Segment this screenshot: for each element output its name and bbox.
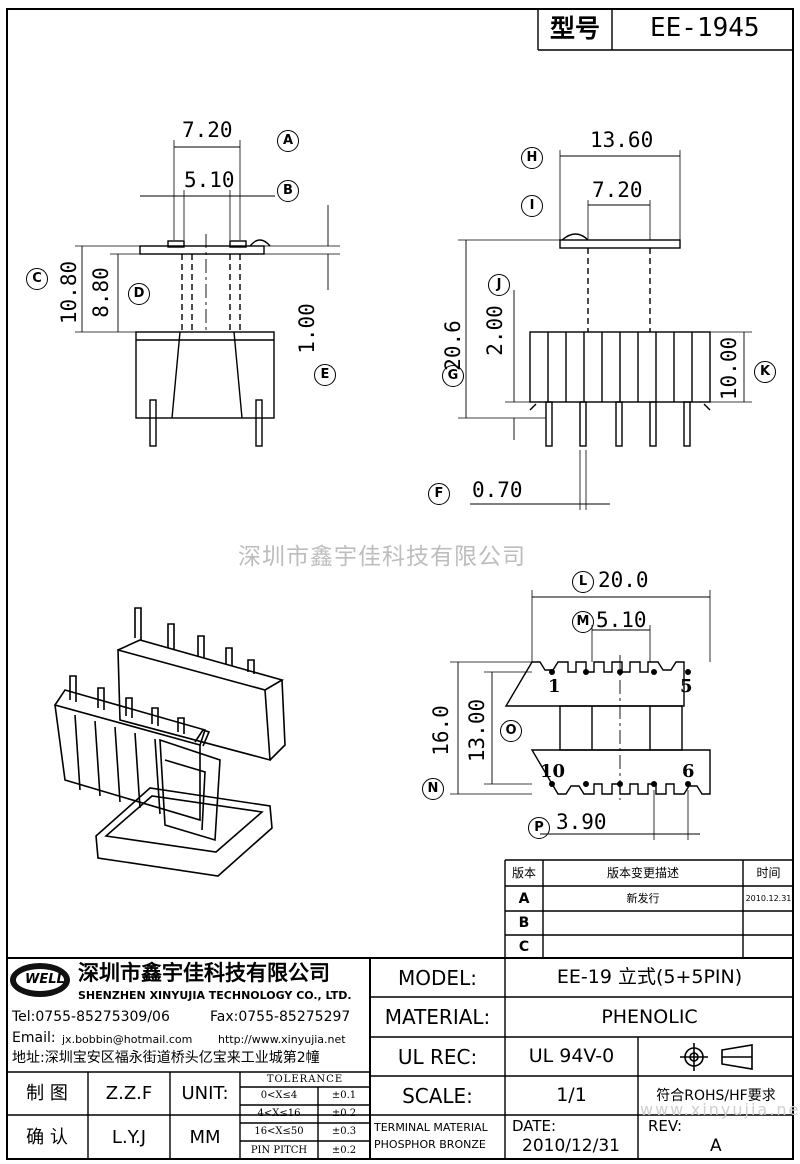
model-label: 型号 (550, 14, 601, 43)
company-fax: Fax:0755-85275297 (210, 1009, 351, 1025)
unit-value: MM (189, 1126, 221, 1148)
logo-text: WELL (25, 972, 65, 987)
dim-side-core: 7.20 (592, 178, 643, 202)
pin-label-1: 1 (548, 676, 561, 697)
company-email-label: Email: (12, 1030, 56, 1046)
callout-c: C (26, 268, 48, 290)
rev-row-desc: 新发行 (626, 892, 660, 905)
pin-label-6: 6 (682, 761, 695, 782)
watermark-company: 深圳市鑫宇佳科技有限公司 (238, 544, 526, 570)
tolerance-range: PIN PITCH (250, 1144, 308, 1156)
logo-mark (10, 963, 70, 997)
dim-side-body: 10.00 (717, 336, 742, 401)
rev-label: REV: (648, 1117, 682, 1135)
callout-p: P (528, 817, 550, 839)
date-value: 2010/12/31 (522, 1136, 620, 1156)
pin-label-5: 5 (680, 676, 693, 697)
company-email: jx.bobbin@hotmail.com (62, 1033, 193, 1046)
callout-j: J (488, 274, 510, 296)
company-tel: Tel:0755-85275309/06 (12, 1009, 170, 1025)
model-number: EE-1945 (650, 13, 760, 43)
callout-o: O (500, 720, 522, 742)
rev-row-ver: B (518, 915, 530, 931)
tolerance-range: 16<X≤50 (254, 1126, 304, 1137)
dim-pin-pitch: 3.90 (556, 810, 607, 834)
draw-label: 制 图 (26, 1082, 68, 1104)
scale-field-label: SCALE: (402, 1083, 473, 1108)
callout-a: A (277, 130, 299, 152)
draw-value: Z.Z.F (105, 1082, 153, 1104)
callout-g: G (442, 365, 464, 387)
callout-f: F (428, 483, 450, 505)
dim-side-flange: 2.00 (482, 305, 507, 356)
callout-n: N (422, 778, 444, 800)
rev-header-version: 版本 (511, 866, 536, 880)
tolerance-title: TOLERANCE (266, 1073, 344, 1085)
title-block-lines (6, 957, 794, 1160)
unit-label: UNIT: (181, 1082, 229, 1104)
tolerance-value: ±0.3 (331, 1126, 357, 1137)
dim-bottom-slot: 5.10 (596, 608, 647, 632)
dim-front-width-outer: 7.20 (182, 118, 233, 142)
rohs-note: 符合ROHS/HF要求 (656, 1087, 776, 1104)
iso-view (53, 607, 286, 877)
dim-front-height-total: 10.80 (57, 260, 82, 325)
rev-header-date: 时间 (756, 866, 781, 880)
check-label: 确 认 (26, 1126, 68, 1148)
callout-d: D (128, 283, 150, 305)
company-name-en: SHENZHEN XINYUJIA TECHNOLOGY CO., LTD. (78, 989, 352, 1002)
projection-symbol (680, 1043, 753, 1071)
terminal-label: TERMINAL MATERIAL (374, 1121, 488, 1134)
company-web: http://www.xinyujia.net (218, 1033, 346, 1046)
tolerance-value: ±0.2 (331, 1144, 357, 1156)
terminal-value: PHOSPHOR BRONZE (374, 1138, 486, 1151)
rev-header-desc: 版本变更描述 (606, 866, 679, 880)
model-field-value: EE-19 立式(5+5PIN) (556, 966, 743, 988)
watermark-url: www.xinyujia.net (640, 1100, 800, 1119)
drawing-frame (6, 8, 794, 1160)
dim-pin-dia: 0.70 (472, 478, 523, 502)
callout-k: K (754, 361, 776, 383)
callout-h: H (521, 147, 543, 169)
callout-i: I (521, 195, 543, 217)
ulrec-field-value: UL 94V-0 (528, 1045, 615, 1067)
rev-value: A (710, 1136, 722, 1156)
callout-m: M (572, 611, 594, 633)
check-value: L.Y.J (111, 1126, 147, 1148)
tolerance-value: ±0.2 (331, 1108, 357, 1119)
date-label: DATE: (512, 1117, 557, 1135)
model-field-label: MODEL: (398, 965, 477, 990)
company-name-cn: 深圳市鑫宇佳科技有限公司 (78, 961, 330, 985)
material-field-label: MATERIAL: (384, 1005, 491, 1029)
pin-label-10: 10 (540, 761, 566, 782)
company-address: 地址:深圳宝安区福永街道桥头亿宝来工业城第2幢 (12, 1050, 320, 1066)
ulrec-field-label: UL REC: (397, 1044, 478, 1069)
dim-front-flange: 1.00 (294, 303, 319, 354)
dim-side-height: 20.6 (440, 320, 465, 371)
callout-b: B (277, 180, 299, 202)
material-field-value: PHENOLIC (601, 1005, 698, 1028)
revision-table-lines (504, 859, 794, 958)
dim-side-width: 13.60 (590, 128, 654, 152)
rev-row-ver: C (518, 938, 530, 955)
scale-field-value: 1/1 (556, 1084, 587, 1106)
dim-front-height-inner: 8.80 (88, 267, 113, 318)
dim-bottom-width: 20.0 (598, 568, 649, 592)
callout-l: L (572, 571, 594, 593)
tolerance-value: ±0.1 (331, 1090, 357, 1101)
tolerance-range: 4<X≤16 (257, 1108, 301, 1119)
rev-row-date: 2010.12.31 (745, 893, 792, 903)
rev-row-ver: A (518, 890, 530, 907)
bottom-view (450, 590, 711, 840)
dim-front-width-inner: 5.10 (184, 168, 235, 192)
tolerance-range: 0<X≤4 (260, 1090, 298, 1101)
dim-bottom-inner: 13.00 (465, 698, 490, 763)
callout-e: E (314, 364, 336, 386)
side-view (458, 150, 752, 510)
dim-bottom-outer: 16.0 (428, 705, 453, 756)
front-view (75, 140, 340, 447)
